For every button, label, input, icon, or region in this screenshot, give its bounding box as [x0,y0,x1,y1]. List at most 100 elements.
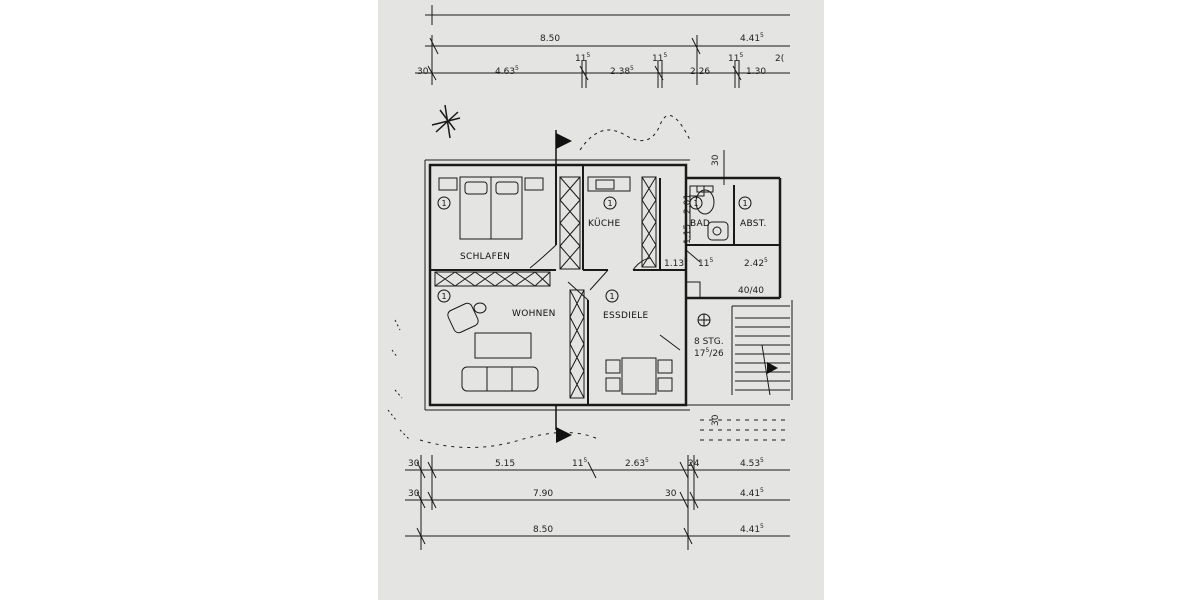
dim-bot2-441: 4.415 [740,487,764,499]
lamp-table [473,302,487,314]
room-marker-label: 1 [441,199,446,208]
kitchen-cabinet [641,176,657,268]
room-marker [605,289,619,303]
dim-inner-242: 2.425 [744,257,768,269]
room-marker [738,196,752,210]
dim-bot1-515: 5.15 [495,459,515,469]
dim-bot3-441: 4.415 [740,523,764,535]
dim-top-463: 4.635 [495,65,519,77]
dim-chimney: 40/40 [738,286,764,296]
stair-steps-label: 8 STG. [694,337,724,347]
toilet-tank [696,185,714,193]
garden-scribble [387,319,411,441]
dim-inner-201: 2.01 [683,194,693,214]
door-swing [589,269,609,291]
pillow [464,181,488,195]
chimney [685,281,701,299]
shelf-hatch [569,289,585,399]
room-marker [689,196,703,210]
toilet [695,189,715,215]
room-marker-label: 1 [693,199,698,208]
nightstand [438,177,458,191]
room-label-kueche: KÜCHE [588,218,621,229]
room-marker [603,196,617,210]
room-label-abst: ABST. [740,219,767,229]
shrubbery [579,114,691,151]
dim-tick [429,37,439,55]
dim-top-total: 8.50 [540,34,560,44]
dim-bot1-24: 24 [688,459,700,469]
armchair [447,302,479,334]
dim-tick [587,461,597,479]
sofa [461,366,539,392]
dim-wall-thickness: 115 [575,52,590,64]
sink [595,179,615,190]
terrace-lines [700,419,790,441]
dim-bot2-30b: 30 [665,489,677,499]
dim-tick [679,491,689,509]
wardrobe-hatch [559,176,581,270]
shower-tray [689,185,705,197]
dim-inner-11: 115 [698,257,713,269]
section-marker-top [556,133,572,149]
room-marker-label: 1 [609,292,614,301]
room-label-schlafen: SCHLAFEN [460,252,510,262]
washbasin-bowl [712,226,722,236]
kitchen-cabinet-hatch [641,176,657,268]
dim-tick [427,65,437,81]
wardrobe [559,176,581,270]
dim-top-226: 2.26 [690,67,710,77]
dim-tick [691,37,701,55]
wall-cabinet-hatch [434,271,551,287]
dim-top-130: 1.30 [746,67,766,77]
kitchen-counter [587,176,631,192]
chair [605,377,621,392]
dim-top-right: 4.415 [740,32,764,44]
dim-bot1-11: 115 [572,457,587,469]
dining-table [621,357,657,395]
stair-direction-arrow [767,362,778,374]
door-swing [567,281,589,301]
washbasin [707,221,729,241]
garden-scribble [419,432,601,448]
dim-inner-113: 1.135 [664,257,688,269]
door-swing [685,249,701,263]
chair [657,359,673,374]
pillow [495,181,519,195]
dim-right-30: 30 [711,154,721,166]
dim-tick [732,65,742,81]
dim-bot3-850: 8.50 [533,525,553,535]
section-marker-bottom [556,427,572,443]
dim-bot1-30: 30 [408,459,420,469]
dim-bot1-263: 2.635 [625,457,649,469]
dim-edge-cut: 2( [775,54,784,64]
stair-rise-run-label: 175/26 [694,347,724,359]
nightstand [524,177,544,191]
dim-tick [679,461,689,479]
dim-bot1-453: 4.535 [740,457,764,469]
room-marker [437,196,451,210]
door-swing [632,257,651,271]
dim-tick [579,65,589,81]
coffee-table [474,332,532,359]
dim-wall-thickness: 115 [728,52,743,64]
door-swing [659,334,681,351]
chair [605,359,621,374]
room-marker-label: 1 [742,199,747,208]
dim-inner-115: 1.15 [683,224,693,244]
stair-post-cross [698,314,710,326]
dim-bottom-30: 30 [711,414,721,426]
room-label-essdiele: ESSDIELE [603,311,648,321]
tree-symbol [431,104,461,139]
dim-wall-thickness: 115 [652,52,667,64]
outer-wall-main [428,163,688,407]
dim-bot2-790: 7.90 [533,489,553,499]
room-label-bad: BAD [690,219,710,229]
chair [657,377,673,392]
room-marker [437,289,451,303]
room-label-wohnen: WOHNEN [512,309,556,319]
wall-cabinet [434,271,551,287]
room-marker-label: 1 [607,199,612,208]
dim-top-30: 30 [417,67,429,77]
